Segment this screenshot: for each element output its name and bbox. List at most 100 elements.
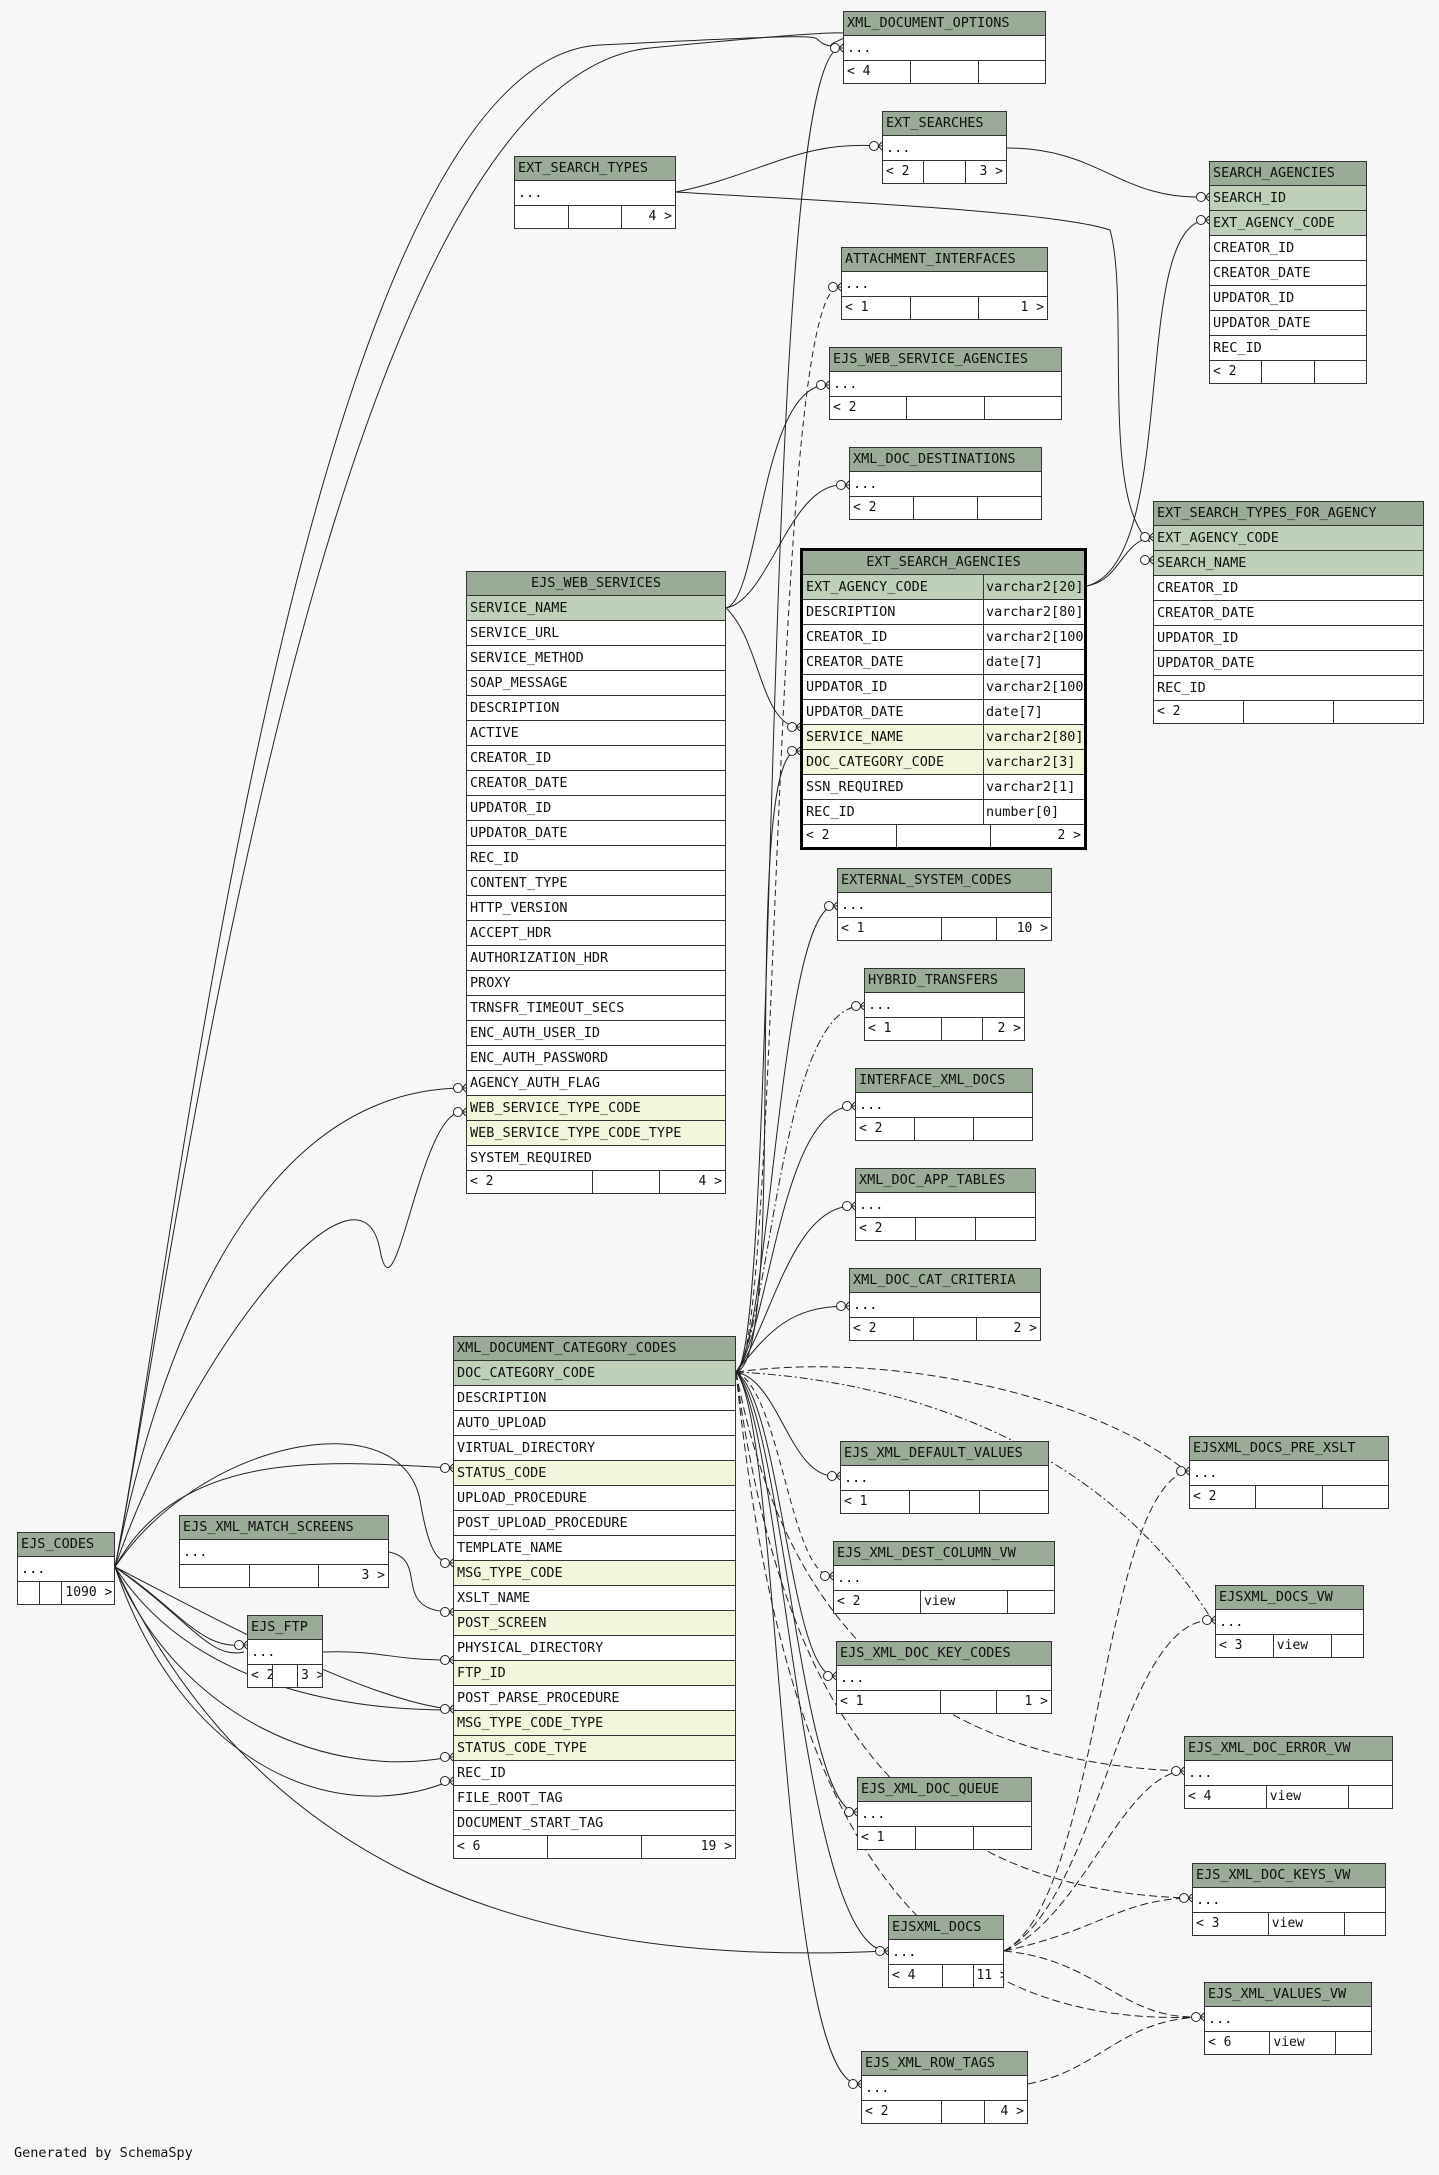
child-count[interactable] (1315, 361, 1366, 383)
child-count[interactable]: 2 > (997, 1021, 1021, 1036)
column-row[interactable]: ... (862, 2076, 1027, 2101)
table-title[interactable]: EJS_XML_VALUES_VW (1205, 1983, 1371, 2007)
parent-count[interactable]: < 2 (248, 1665, 273, 1687)
column-row[interactable]: ENC_AUTH_USER_ID (467, 1021, 725, 1046)
column-row[interactable]: ... (830, 372, 1061, 397)
column-row[interactable]: UPLOAD_PROCEDURE (454, 1486, 735, 1511)
parent-count[interactable]: < 1 (838, 918, 942, 940)
child-count[interactable] (1349, 1786, 1392, 1808)
table-title[interactable]: EXT_SEARCH_TYPES_FOR_AGENCY (1154, 502, 1423, 526)
table-title[interactable]: EJS_XML_ROW_TAGS (862, 2052, 1027, 2076)
parent-count[interactable]: < 1 (865, 1018, 942, 1040)
table-title[interactable]: EJS_XML_DOC_KEY_CODES (837, 1642, 1051, 1666)
column-row[interactable]: ... (841, 1466, 1048, 1491)
column-row[interactable]: EXT_AGENCY_CODE (1210, 211, 1366, 236)
column-row[interactable]: POST_UPLOAD_PROCEDURE (454, 1511, 735, 1536)
column-row[interactable]: ENC_AUTH_PASSWORD (467, 1046, 725, 1071)
table-title[interactable]: ATTACHMENT_INTERFACES (842, 248, 1047, 272)
column-row[interactable]: XSLT_NAME (454, 1586, 735, 1611)
column-row[interactable]: ACTIVE (467, 721, 725, 746)
column-row[interactable]: SERVICE_METHOD (467, 646, 725, 671)
column-row[interactable]: ... (515, 181, 675, 206)
column-row[interactable]: ... (837, 1666, 1051, 1691)
column-row[interactable]: REC_ID (467, 846, 725, 871)
parent-count[interactable]: < 2 (856, 1218, 916, 1240)
table-ejs-web-service-agencies[interactable]: EJS_WEB_SERVICE_AGENCIES...< 2 (829, 347, 1062, 420)
column-row[interactable]: ... (850, 1293, 1040, 1318)
child-count[interactable]: 4 > (698, 1174, 722, 1189)
column-row[interactable]: HTTP_VERSION (467, 896, 725, 921)
table-title[interactable]: EJSXML_DOCS_VW (1216, 1586, 1363, 1610)
column-row[interactable]: ... (1216, 1610, 1363, 1635)
column-row[interactable]: MSG_TYPE_CODE_TYPE (454, 1711, 735, 1736)
parent-count[interactable] (515, 206, 569, 228)
column-row[interactable]: TRNSFR_TIMEOUT_SECS (467, 996, 725, 1021)
column-row[interactable]: UPDATOR_DATE (1154, 651, 1423, 676)
child-count[interactable] (978, 497, 1041, 519)
column-row[interactable]: WEB_SERVICE_TYPE_CODE (467, 1096, 725, 1121)
table-title[interactable]: EXTERNAL_SYSTEM_CODES (838, 869, 1051, 893)
column-row[interactable]: UPDATOR_DATE (467, 821, 725, 846)
parent-count[interactable]: < 3 (1193, 1913, 1269, 1935)
child-count[interactable]: 10 > (1016, 921, 1048, 936)
column-row[interactable]: CREATOR_ID (1210, 236, 1366, 261)
table-interface-xml-docs[interactable]: INTERFACE_XML_DOCS...< 2 (855, 1068, 1033, 1141)
child-count[interactable]: 1 > (1024, 1694, 1048, 1709)
parent-count[interactable]: < 2 (850, 497, 914, 519)
table-title[interactable]: HYBRID_TRANSFERS (865, 969, 1024, 993)
table-title[interactable]: EJS_XML_DEFAULT_VALUES (841, 1442, 1048, 1466)
column-row[interactable]: POST_PARSE_PROCEDURE (454, 1686, 735, 1711)
child-count[interactable]: 4 > (648, 209, 673, 224)
column-row[interactable]: ... (856, 1093, 1032, 1118)
child-count[interactable]: 2 > (1013, 1321, 1038, 1336)
table-title[interactable]: XML_DOC_DESTINATIONS (850, 448, 1041, 472)
table-title[interactable]: EJS_XML_DOC_ERROR_VW (1185, 1737, 1392, 1761)
column-row[interactable]: SEARCH_ID (1210, 186, 1366, 211)
parent-count[interactable]: < 2 (856, 1118, 915, 1140)
column-row[interactable]: REC_ID (1210, 336, 1366, 361)
column-row[interactable]: CREATOR_ID (467, 746, 725, 771)
table-title[interactable]: SEARCH_AGENCIES (1210, 162, 1366, 186)
table-title[interactable]: EJS_WEB_SERVICE_AGENCIES (830, 348, 1061, 372)
parent-count[interactable]: < 1 (858, 1827, 916, 1849)
table-title[interactable]: XML_DOC_CAT_CRITERIA (850, 1269, 1040, 1293)
parent-count[interactable]: < 1 (842, 297, 911, 319)
child-count[interactable]: 1 > (1020, 300, 1045, 315)
parent-count[interactable]: < 2 (803, 825, 897, 847)
column-row[interactable]: PROXY (467, 971, 725, 996)
parent-count[interactable]: < 3 (1216, 1635, 1274, 1657)
column-row[interactable]: ... (858, 1802, 1031, 1827)
column-row[interactable]: SEARCH_NAME (1154, 551, 1423, 576)
column-row[interactable]: AUTO_UPLOAD (454, 1411, 735, 1436)
column-row[interactable]: CREATOR_DATE (1210, 261, 1366, 286)
table-title[interactable]: XML_DOCUMENT_OPTIONS (844, 12, 1045, 36)
column-row[interactable]: DOC_CATEGORY_CODE (454, 1361, 735, 1386)
parent-count[interactable]: < 2 (1190, 1486, 1257, 1508)
parent-count[interactable]: < 1 (841, 1491, 911, 1513)
column-row[interactable]: CREATOR_DATE (1154, 601, 1423, 626)
column-row[interactable]: POST_SCREEN (454, 1611, 735, 1636)
table-ejs-xml-default-values[interactable]: EJS_XML_DEFAULT_VALUES...< 1 (840, 1441, 1049, 1514)
column-row[interactable]: CREATOR_DATE (467, 771, 725, 796)
column-row[interactable]: REC_ID (1154, 676, 1423, 701)
table-ejs-codes[interactable]: EJS_CODES...1090 > (17, 1532, 115, 1605)
table-ejs-xml-doc-queue[interactable]: EJS_XML_DOC_QUEUE...< 1 (857, 1777, 1032, 1850)
column-row[interactable]: ... (856, 1193, 1035, 1218)
column-row[interactable]: MSG_TYPE_CODE (454, 1561, 735, 1586)
child-count[interactable]: 3 > (979, 164, 1003, 179)
child-count[interactable] (1008, 1591, 1054, 1613)
column-row[interactable]: ... (1205, 2007, 1371, 2032)
